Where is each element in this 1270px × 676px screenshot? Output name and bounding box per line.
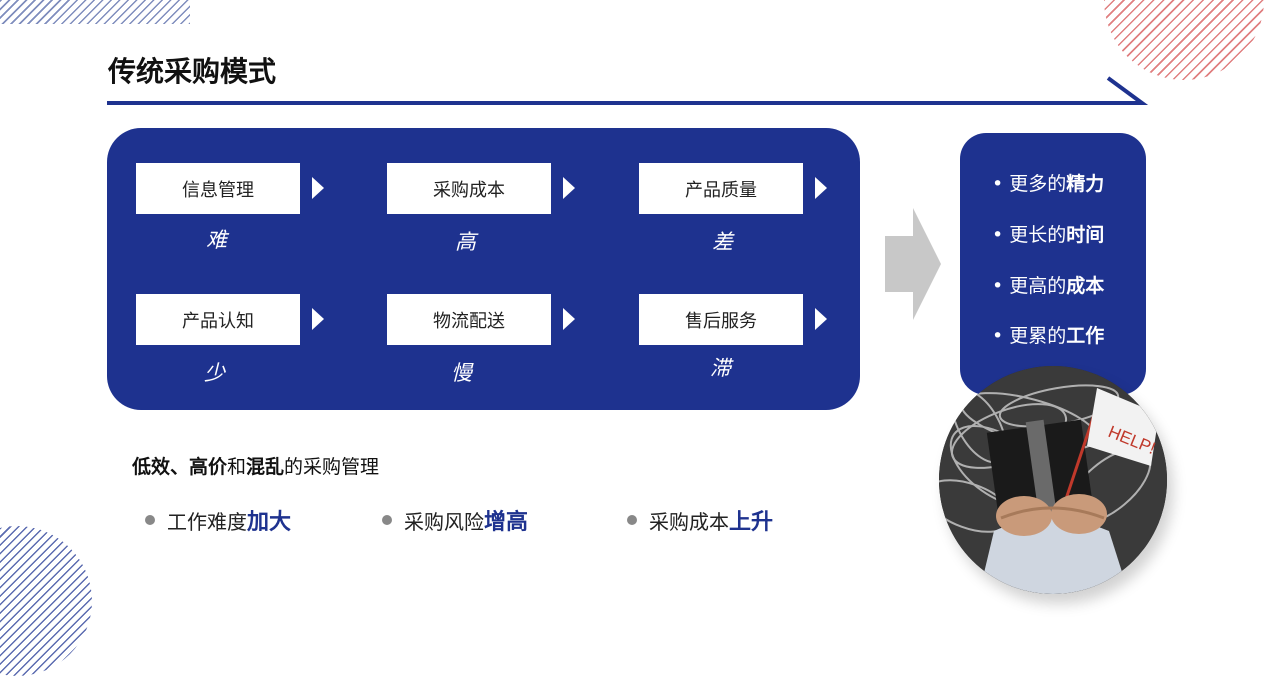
flow-word: 差 (712, 230, 733, 254)
play-arrow-icon (563, 177, 575, 199)
consequence-item: • 更累的工作 (992, 325, 1105, 347)
flow-box-info-management: 信息管理 (136, 163, 300, 214)
play-arrow-icon (563, 308, 575, 330)
stressed-person-photo: HELP! (939, 366, 1167, 594)
stat-work-difficulty: 工作难度加大 (145, 504, 291, 536)
stat-procurement-risk: 采购风险增高 (382, 504, 528, 536)
flow-box-procurement-cost: 采购成本 (387, 163, 551, 214)
summary-text: 低效、高价和混乱的采购管理 (132, 456, 380, 478)
flow-word: 难 (206, 228, 227, 252)
play-arrow-icon (312, 177, 324, 199)
decor-stripes-top-left (0, 0, 190, 24)
big-right-arrow-icon (885, 208, 941, 320)
bullet-dot-icon (627, 515, 637, 525)
bullet-dot-icon (382, 515, 392, 525)
flow-word: 少 (204, 361, 225, 385)
flow-box-product-quality: 产品质量 (639, 163, 803, 214)
consequence-item: • 更高的成本 (992, 275, 1105, 297)
stat-procurement-cost: 采购成本上升 (627, 504, 773, 536)
bullet-dot-icon (145, 515, 155, 525)
flow-box-after-sales: 售后服务 (639, 294, 803, 345)
flow-word: 高 (455, 230, 476, 254)
play-arrow-icon (312, 308, 324, 330)
flow-box-product-knowledge: 产品认知 (136, 294, 300, 345)
flow-word: 慢 (451, 361, 472, 385)
play-arrow-icon (815, 308, 827, 330)
play-arrow-icon (815, 177, 827, 199)
consequence-item: • 更多的精力 (992, 173, 1105, 195)
title-underline (107, 76, 1149, 105)
decor-stripes-bottom-left (0, 526, 92, 676)
flow-box-logistics: 物流配送 (387, 294, 551, 345)
flow-word: 滞 (710, 356, 731, 380)
page-title: 传统采购模式 (108, 55, 277, 88)
consequence-item: • 更长的时间 (992, 224, 1105, 246)
consequences-box (960, 133, 1146, 395)
